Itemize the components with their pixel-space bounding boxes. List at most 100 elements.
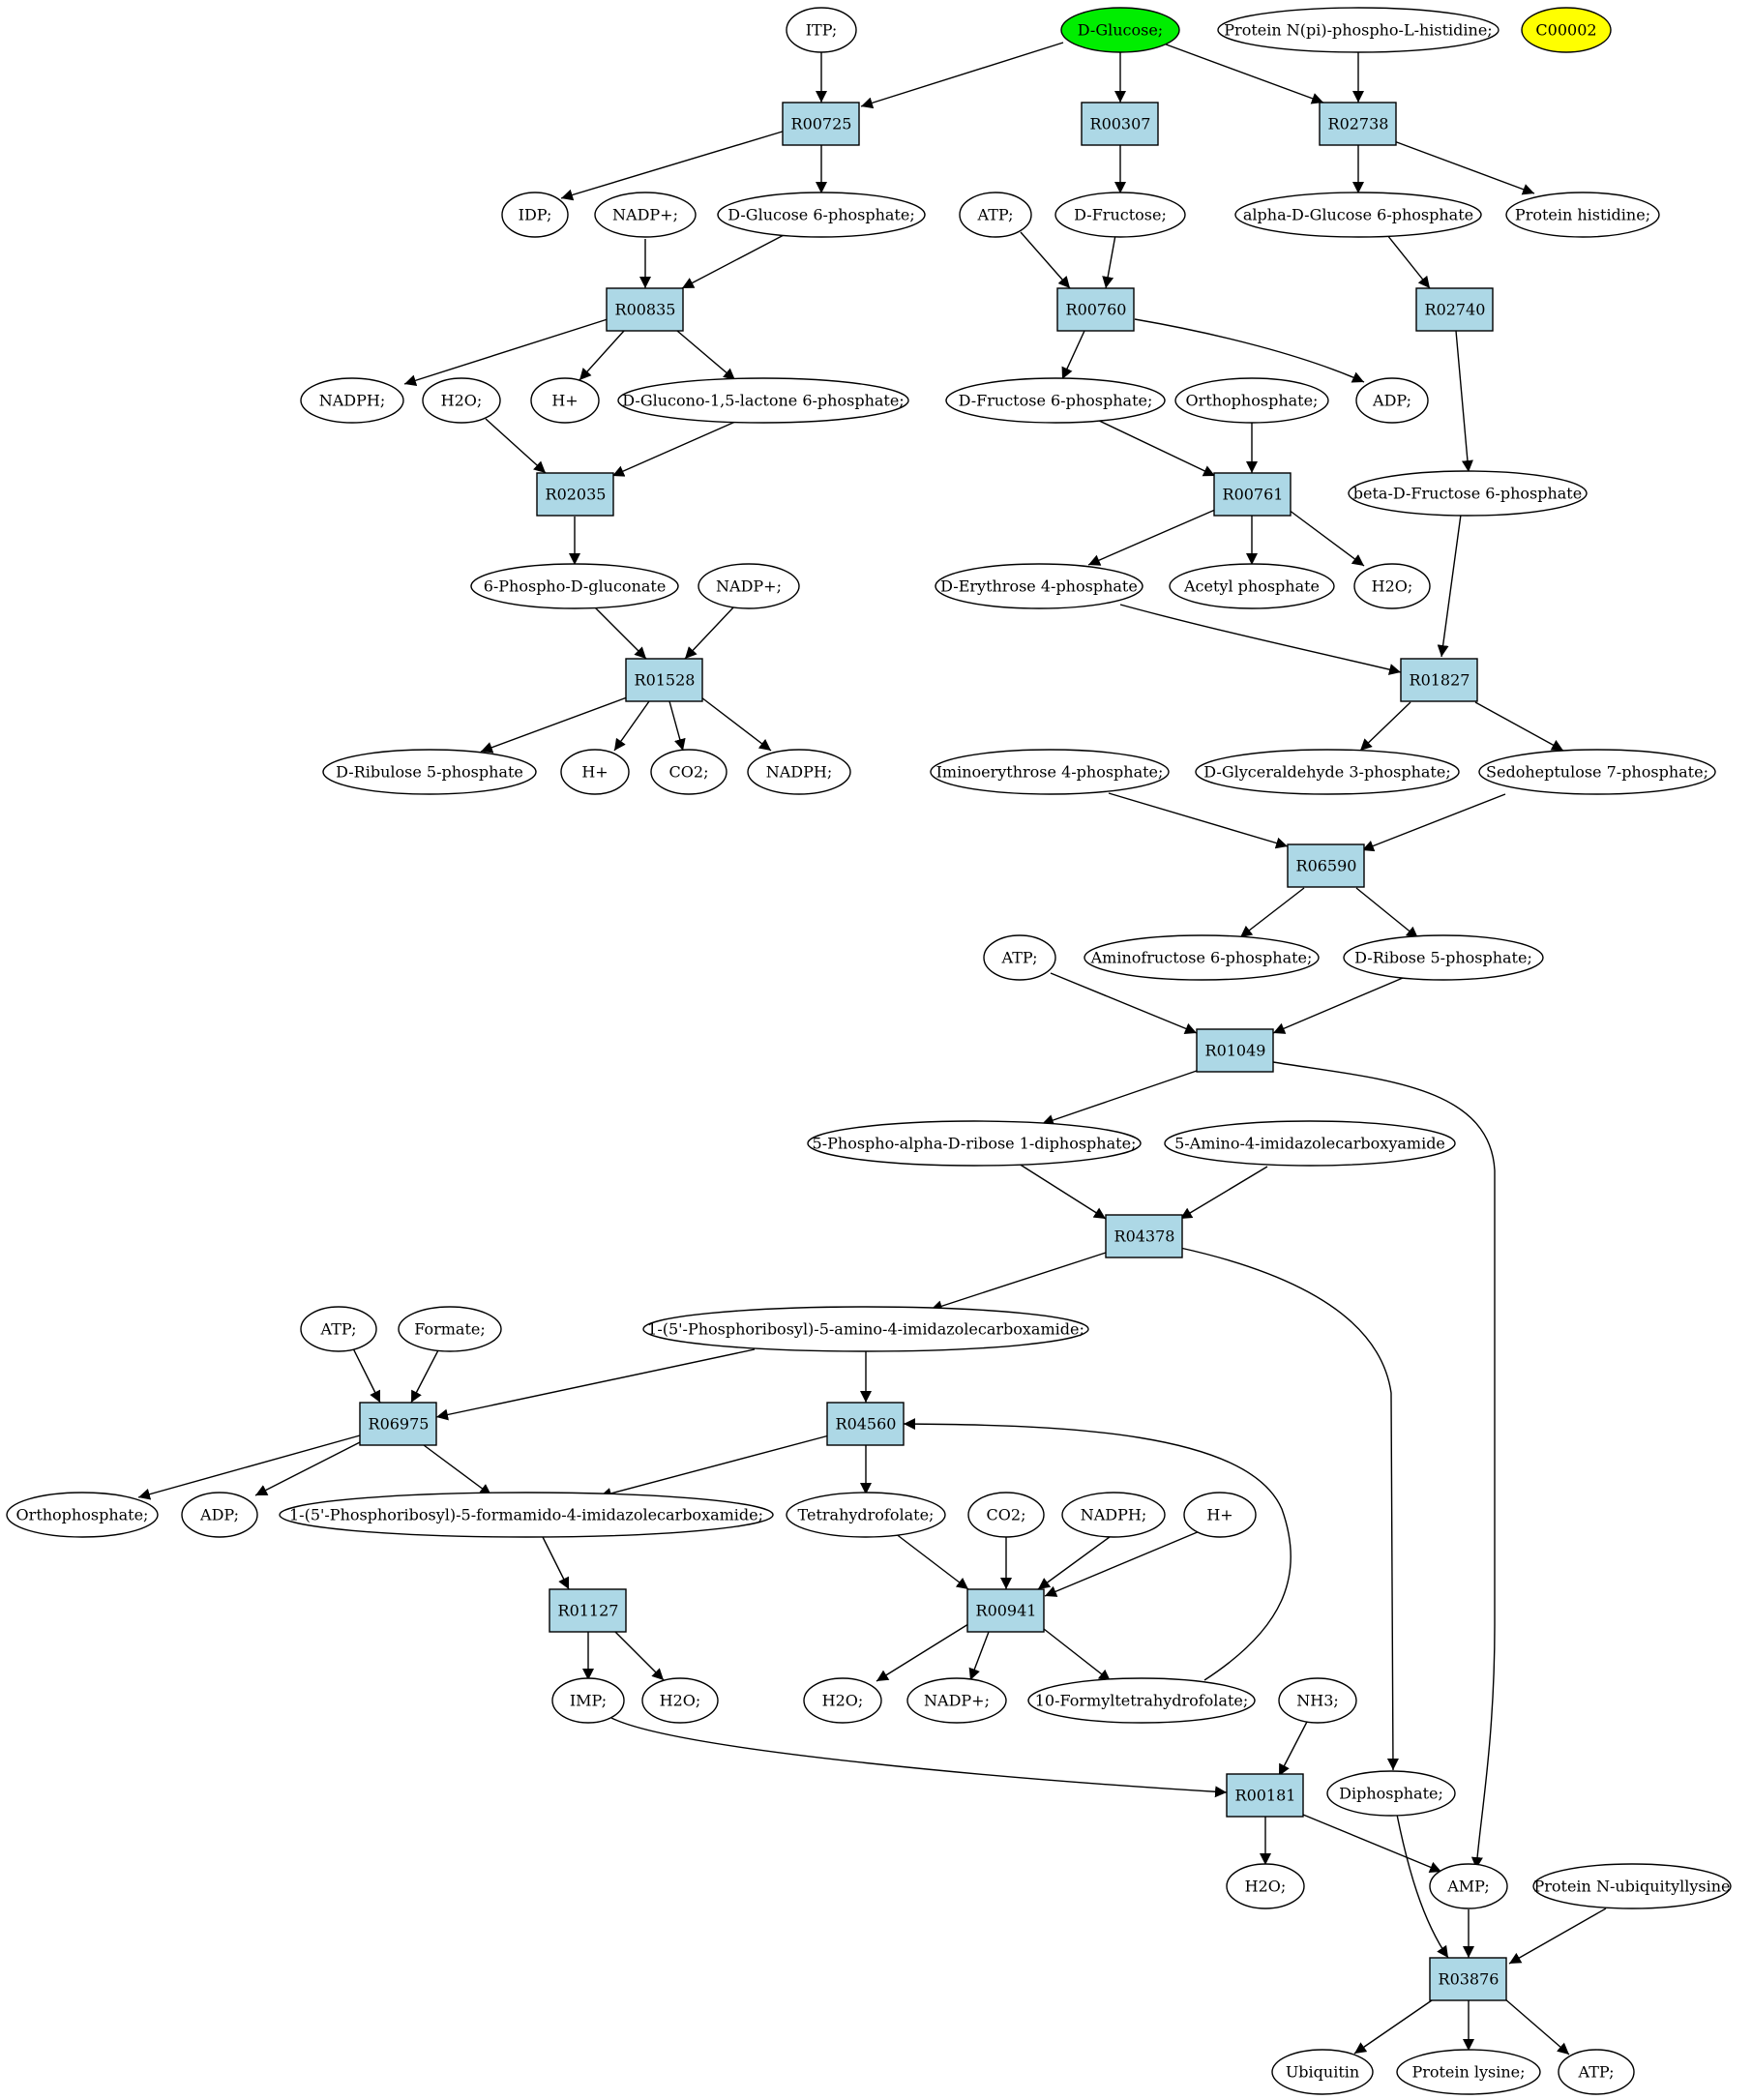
reaction-node[interactable]: R00181 bbox=[1226, 1773, 1304, 1818]
compound-node[interactable]: Aminofructose 6-phosphate; bbox=[1084, 934, 1320, 981]
compound-node[interactable]: D-Fructose 6-phosphate; bbox=[945, 377, 1166, 424]
compound-node[interactable]: IMP; bbox=[551, 1677, 625, 1724]
edge-r5p-r01049 bbox=[1272, 977, 1404, 1034]
compound-node[interactable]: NADPH; bbox=[747, 749, 851, 795]
compound-node[interactable]: D-Ribose 5-phosphate; bbox=[1343, 934, 1544, 981]
compound-node-start[interactable]: D-Glucose; bbox=[1060, 7, 1180, 53]
compound-node[interactable]: ATP; bbox=[300, 1306, 377, 1352]
compound-node[interactable]: ATP; bbox=[1558, 2049, 1635, 2095]
compound-label: Protein lysine; bbox=[1411, 2063, 1525, 2082]
compound-node[interactable]: NADP+; bbox=[594, 192, 697, 238]
compound-node[interactable]: Formate; bbox=[398, 1306, 502, 1352]
reaction-node[interactable]: R00725 bbox=[782, 102, 860, 146]
reaction-node[interactable]: R01528 bbox=[625, 658, 703, 702]
edge-dfructose-r00760 bbox=[1102, 234, 1116, 289]
reaction-node[interactable]: R00307 bbox=[1081, 102, 1159, 146]
compound-node[interactable]: Protein lysine; bbox=[1396, 2049, 1541, 2095]
compound-node[interactable]: Tetrahydrofolate; bbox=[786, 1492, 946, 1538]
compound-node[interactable]: Protein N(pi)-phospho-L-histidine; bbox=[1217, 7, 1500, 53]
compound-label: Acetyl phosphate bbox=[1183, 577, 1320, 596]
reaction-node[interactable]: R00941 bbox=[966, 1588, 1045, 1633]
compound-node[interactable]: 5-Phospho-alpha-D-ribose 1-diphosphate; bbox=[807, 1120, 1142, 1167]
compound-node[interactable]: Orthophosphate; bbox=[1174, 377, 1329, 424]
compound-node[interactable]: NADP+; bbox=[698, 563, 800, 609]
compound-node[interactable]: D-Fructose; bbox=[1054, 192, 1186, 238]
compound-node[interactable]: 5-Amino-4-imidazolecarboxyamide bbox=[1164, 1120, 1456, 1167]
compound-node[interactable]: Protein N-ubiquityllysine bbox=[1532, 1863, 1732, 1909]
compound-node-marked[interactable]: C00002 bbox=[1521, 7, 1612, 53]
compound-node[interactable]: H2O; bbox=[1226, 1863, 1305, 1909]
reaction-label: R01827 bbox=[1410, 671, 1470, 690]
edge-f6p-r00761 bbox=[1092, 417, 1216, 477]
compound-node[interactable]: D-Erythrose 4-phosphate bbox=[935, 563, 1143, 609]
compound-node[interactable]: ATP; bbox=[959, 192, 1032, 238]
reaction-node[interactable]: R01049 bbox=[1196, 1028, 1274, 1073]
compound-node[interactable]: D-Ribulose 5-phosphate bbox=[322, 749, 537, 795]
compound-node[interactable]: beta-D-Fructose 6-phosphate bbox=[1348, 470, 1588, 517]
compound-node[interactable]: D-Glucose 6-phosphate; bbox=[717, 192, 926, 238]
edge-r00760-adp1 bbox=[1134, 318, 1365, 383]
compound-node[interactable]: Iminoerythrose 4-phosphate; bbox=[930, 749, 1170, 795]
compound-node[interactable]: CO2; bbox=[650, 749, 728, 795]
compound-node[interactable]: NADPH; bbox=[300, 377, 404, 424]
reaction-label: R00761 bbox=[1223, 486, 1284, 504]
compound-node[interactable]: ATP; bbox=[983, 934, 1056, 981]
compound-node[interactable]: H+ bbox=[1183, 1492, 1257, 1538]
compound-node[interactable]: H2O; bbox=[641, 1677, 719, 1724]
compound-label: IMP; bbox=[570, 1692, 607, 1710]
compound-node[interactable]: 10-Formyltetrahydrofolate; bbox=[1027, 1677, 1256, 1724]
compound-node[interactable]: H+ bbox=[530, 377, 600, 424]
reaction-label: R00835 bbox=[615, 301, 676, 319]
reaction-node[interactable]: R04560 bbox=[826, 1402, 905, 1446]
reaction-node[interactable]: R02738 bbox=[1319, 102, 1397, 146]
edge-atp2-r01049 bbox=[1050, 972, 1198, 1034]
reaction-node[interactable]: R04378 bbox=[1105, 1214, 1183, 1258]
edge-h2o1-r02035 bbox=[485, 418, 547, 474]
compound-node[interactable]: H2O; bbox=[803, 1677, 882, 1724]
compound-label: D-Glucono-1,5-lactone 6-phosphate; bbox=[622, 392, 904, 410]
compound-node[interactable]: NADPH; bbox=[1061, 1492, 1166, 1538]
compound-node[interactable]: IDP; bbox=[501, 192, 569, 238]
reaction-node[interactable]: R06975 bbox=[359, 1402, 437, 1446]
reaction-node[interactable]: R01127 bbox=[549, 1588, 627, 1633]
compound-node[interactable]: AMP; bbox=[1429, 1863, 1508, 1909]
compound-node[interactable]: D-Glucono-1,5-lactone 6-phosphate; bbox=[617, 377, 909, 424]
compound-node[interactable]: D-Glyceraldehyde 3-phosphate; bbox=[1195, 749, 1460, 795]
compound-node[interactable]: 6-Phospho-D-gluconate bbox=[470, 563, 679, 609]
reaction-node[interactable]: R02740 bbox=[1415, 287, 1494, 332]
compound-node[interactable]: H2O; bbox=[422, 377, 501, 424]
compound-node[interactable]: H2O; bbox=[1353, 563, 1431, 609]
compound-node[interactable]: Protein histidine; bbox=[1505, 192, 1660, 238]
compound-node[interactable]: ADP; bbox=[181, 1492, 258, 1538]
compound-node[interactable]: Diphosphate; bbox=[1326, 1770, 1456, 1817]
compound-label: NH3; bbox=[1296, 1692, 1339, 1710]
compound-node[interactable]: Ubiquitin bbox=[1271, 2049, 1374, 2095]
reaction-node[interactable]: R00835 bbox=[606, 287, 684, 332]
reaction-node[interactable]: R06590 bbox=[1287, 843, 1365, 888]
reaction-node[interactable]: R02035 bbox=[536, 472, 614, 517]
reaction-node[interactable]: R00760 bbox=[1056, 287, 1135, 332]
reaction-label: R00760 bbox=[1066, 301, 1127, 319]
compound-node[interactable]: Orthophosphate; bbox=[6, 1492, 159, 1538]
compound-node[interactable]: CO2; bbox=[967, 1492, 1045, 1538]
compound-node[interactable]: ADP; bbox=[1355, 377, 1429, 424]
compound-node[interactable]: NADP+; bbox=[906, 1677, 1007, 1724]
compound-label: NADPH; bbox=[1081, 1506, 1147, 1524]
edge-prpp-r04378 bbox=[1018, 1163, 1107, 1220]
reaction-node[interactable]: R01827 bbox=[1400, 658, 1478, 702]
compound-label: Aminofructose 6-phosphate; bbox=[1090, 949, 1313, 967]
compound-node[interactable]: 1-(5'-Phosphoribosyl)-5-amino-4-imidazol… bbox=[642, 1306, 1089, 1352]
compound-node[interactable]: NH3; bbox=[1278, 1677, 1357, 1724]
reaction-node[interactable]: R03876 bbox=[1429, 1957, 1507, 2001]
compound-node[interactable]: H+ bbox=[560, 749, 630, 795]
edge-r00181-amp bbox=[1302, 1814, 1442, 1873]
edge-r06975-orthop2 bbox=[137, 1435, 361, 1500]
reaction-label: R00307 bbox=[1090, 115, 1151, 133]
compound-node[interactable]: ITP; bbox=[786, 7, 857, 53]
reaction-label: R01528 bbox=[635, 671, 696, 690]
compound-node[interactable]: Acetyl phosphate bbox=[1169, 563, 1335, 609]
compound-node[interactable]: Sedoheptulose 7-phosphate; bbox=[1478, 749, 1716, 795]
compound-node[interactable]: alpha-D-Glucose 6-phosphate bbox=[1234, 192, 1482, 238]
compound-node[interactable]: 1-(5'-Phosphoribosyl)-5-formamido-4-imid… bbox=[279, 1492, 774, 1538]
reaction-node[interactable]: R00761 bbox=[1213, 472, 1292, 517]
